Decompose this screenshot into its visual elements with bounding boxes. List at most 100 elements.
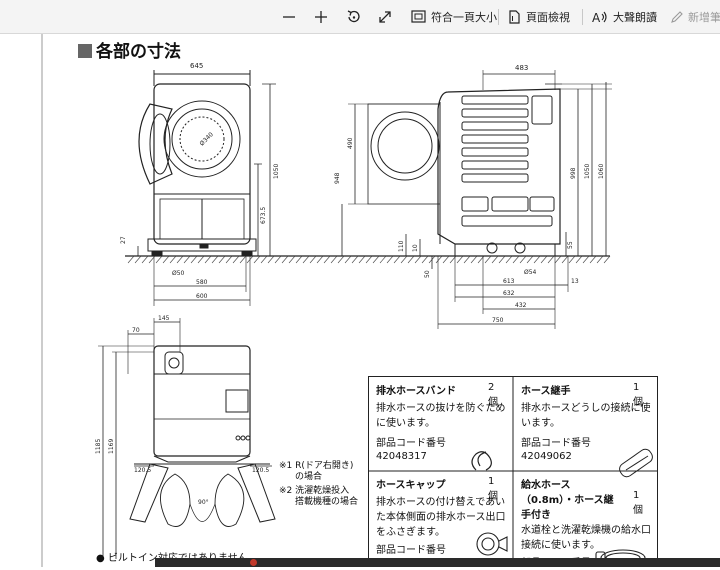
part-qty: 1 個 [488,476,498,502]
toolbar-divider [498,9,499,25]
floor-hatch-mark [582,255,590,264]
floor-hatch-mark [218,255,226,264]
floor-hatch-mark [127,255,135,264]
toolbar-divider [582,9,583,25]
floor-line [125,255,611,264]
floor-hatch-mark [519,255,527,264]
dim-580: 580 [196,279,208,286]
floor-hatch-mark [330,255,338,264]
rotate-button[interactable] [346,0,361,33]
floor-hatch-mark [288,255,296,264]
dim-side-998: 998 [570,167,577,179]
page-view-button[interactable]: 頁面檢視 [508,0,570,33]
floor-hatch-mark [134,255,142,264]
dim-70: 70 [132,327,140,334]
floor-hatch-mark [225,255,233,264]
dim-1185: 1185 [95,439,102,454]
part-qty: 1 個 [633,382,643,408]
document-page: 各部の寸法 [0,34,720,569]
read-aloud-button[interactable]: A 大聲朗讀 [592,0,657,33]
floor-hatch-mark [386,255,394,264]
floor-hatch-mark [547,255,555,264]
side-view [341,70,612,329]
floor-hatch-mark [442,255,450,264]
fit-page-icon [411,10,426,23]
accessory-parts-table: 排水ホースバンド 2 個 排水ホースの抜けを防ぐために使います。 部品コード番号… [368,376,658,569]
floor-hatch-mark [204,255,212,264]
floor-hatch-mark [372,255,380,264]
floor-hatch-mark [407,255,415,264]
fit-page-button[interactable]: 符合一頁大小 [411,0,497,33]
dim-side-948: 948 [334,172,341,184]
dimension-drawing: 645 Ø340 1050 673.5 27 Ø50 580 600 [41,34,612,567]
minus-icon [283,15,295,18]
dim-145: 145 [158,315,170,322]
expand-icon [379,10,391,23]
floor-hatch-mark [498,255,506,264]
page-view-icon [509,9,520,24]
dim-1169: 1169 [108,439,115,454]
floor-hatch-mark [505,255,513,264]
floor-hatch-mark [239,255,247,264]
floor-hatch-mark [603,255,611,264]
hose-joint-icon [619,448,653,478]
floor-hatch-mark [190,255,198,264]
page-view-label: 頁面檢視 [526,10,570,24]
floor-hatch-mark [197,255,205,264]
dim-side-632: 632 [503,290,515,297]
dim-side-50: 50 [424,270,431,278]
floor-hatch-mark [575,255,583,264]
fit-page-label: 符合一頁大小 [431,10,497,24]
floor-hatch-mark [533,255,541,264]
floor-hatch-mark [253,255,261,264]
part-cell-3: ホースキャップ 1 個 排水ホースの付け替えであいた本体側面の排水ホース出口をふ… [376,476,506,557]
part-qty: 2 個 [488,382,498,408]
fullscreen-button[interactable] [378,0,392,33]
floor-hatch-mark [274,255,282,264]
floor-hatch-mark [484,255,492,264]
floor-hatch-mark [568,255,576,264]
floor-hatch-mark [463,255,471,264]
add-note-button[interactable]: 新增筆 [670,0,720,33]
dim-side-55: 55 [567,241,574,249]
hose-band-icon [471,451,492,471]
dim-27: 27 [120,236,127,244]
floor-hatch-mark [491,255,499,264]
floor-hatch-mark [295,255,303,264]
floor-hatch-mark [365,255,373,264]
top-stand-view [98,318,276,559]
dim-side-613: 613 [503,278,515,285]
floor-hatch-mark [554,255,562,264]
dim-side-1060: 1060 [598,164,605,179]
floor-hatch-mark [246,255,254,264]
zoom-in-button[interactable] [314,0,328,33]
floor-hatch-mark [323,255,331,264]
pen-icon [671,10,683,23]
floor-hatch-mark [302,255,310,264]
dim-120-5-right: 120.5 [252,467,269,474]
plus-icon [315,10,327,23]
part-code-label: 部品コード番号 [376,545,446,556]
part-name: 排水ホースバンド [376,386,456,397]
part-name: 給水ホース（0.8m）・ホース継手付き [521,480,614,521]
floor-hatch-mark [260,255,268,264]
bottom-taskbar-strip [155,558,720,567]
zoom-out-button[interactable] [282,0,296,33]
svg-text:A: A [592,11,601,24]
front-view [137,70,276,306]
part-name: ホースキャップ [376,480,446,491]
part-name: ホース継手 [521,386,571,397]
floor-hatch-mark [526,255,534,264]
part-desc: 排水ホースの抜けを防ぐために使います。 [376,403,506,429]
floor-hatch-mark [351,255,359,264]
floor-hatch-mark [393,255,401,264]
floor-hatch-mark [183,255,191,264]
dim-door-diameter: Ø340 [198,131,215,148]
dim-side-10: 10 [412,244,419,252]
part-cell-2: ホース継手 1 個 排水ホースどうしの接続に使います。 部品コード番号 4204… [521,382,651,463]
note-2: ※2 洗濯乾燥投入 搭載機種の場合 [279,486,359,507]
floor-hatch-mark [512,255,520,264]
floor-hatch-mark [344,255,352,264]
part-cell-1: 排水ホースバンド 2 個 排水ホースの抜けを防ぐために使います。 部品コード番号… [376,382,506,463]
dim-height-1050: 1050 [273,164,280,179]
